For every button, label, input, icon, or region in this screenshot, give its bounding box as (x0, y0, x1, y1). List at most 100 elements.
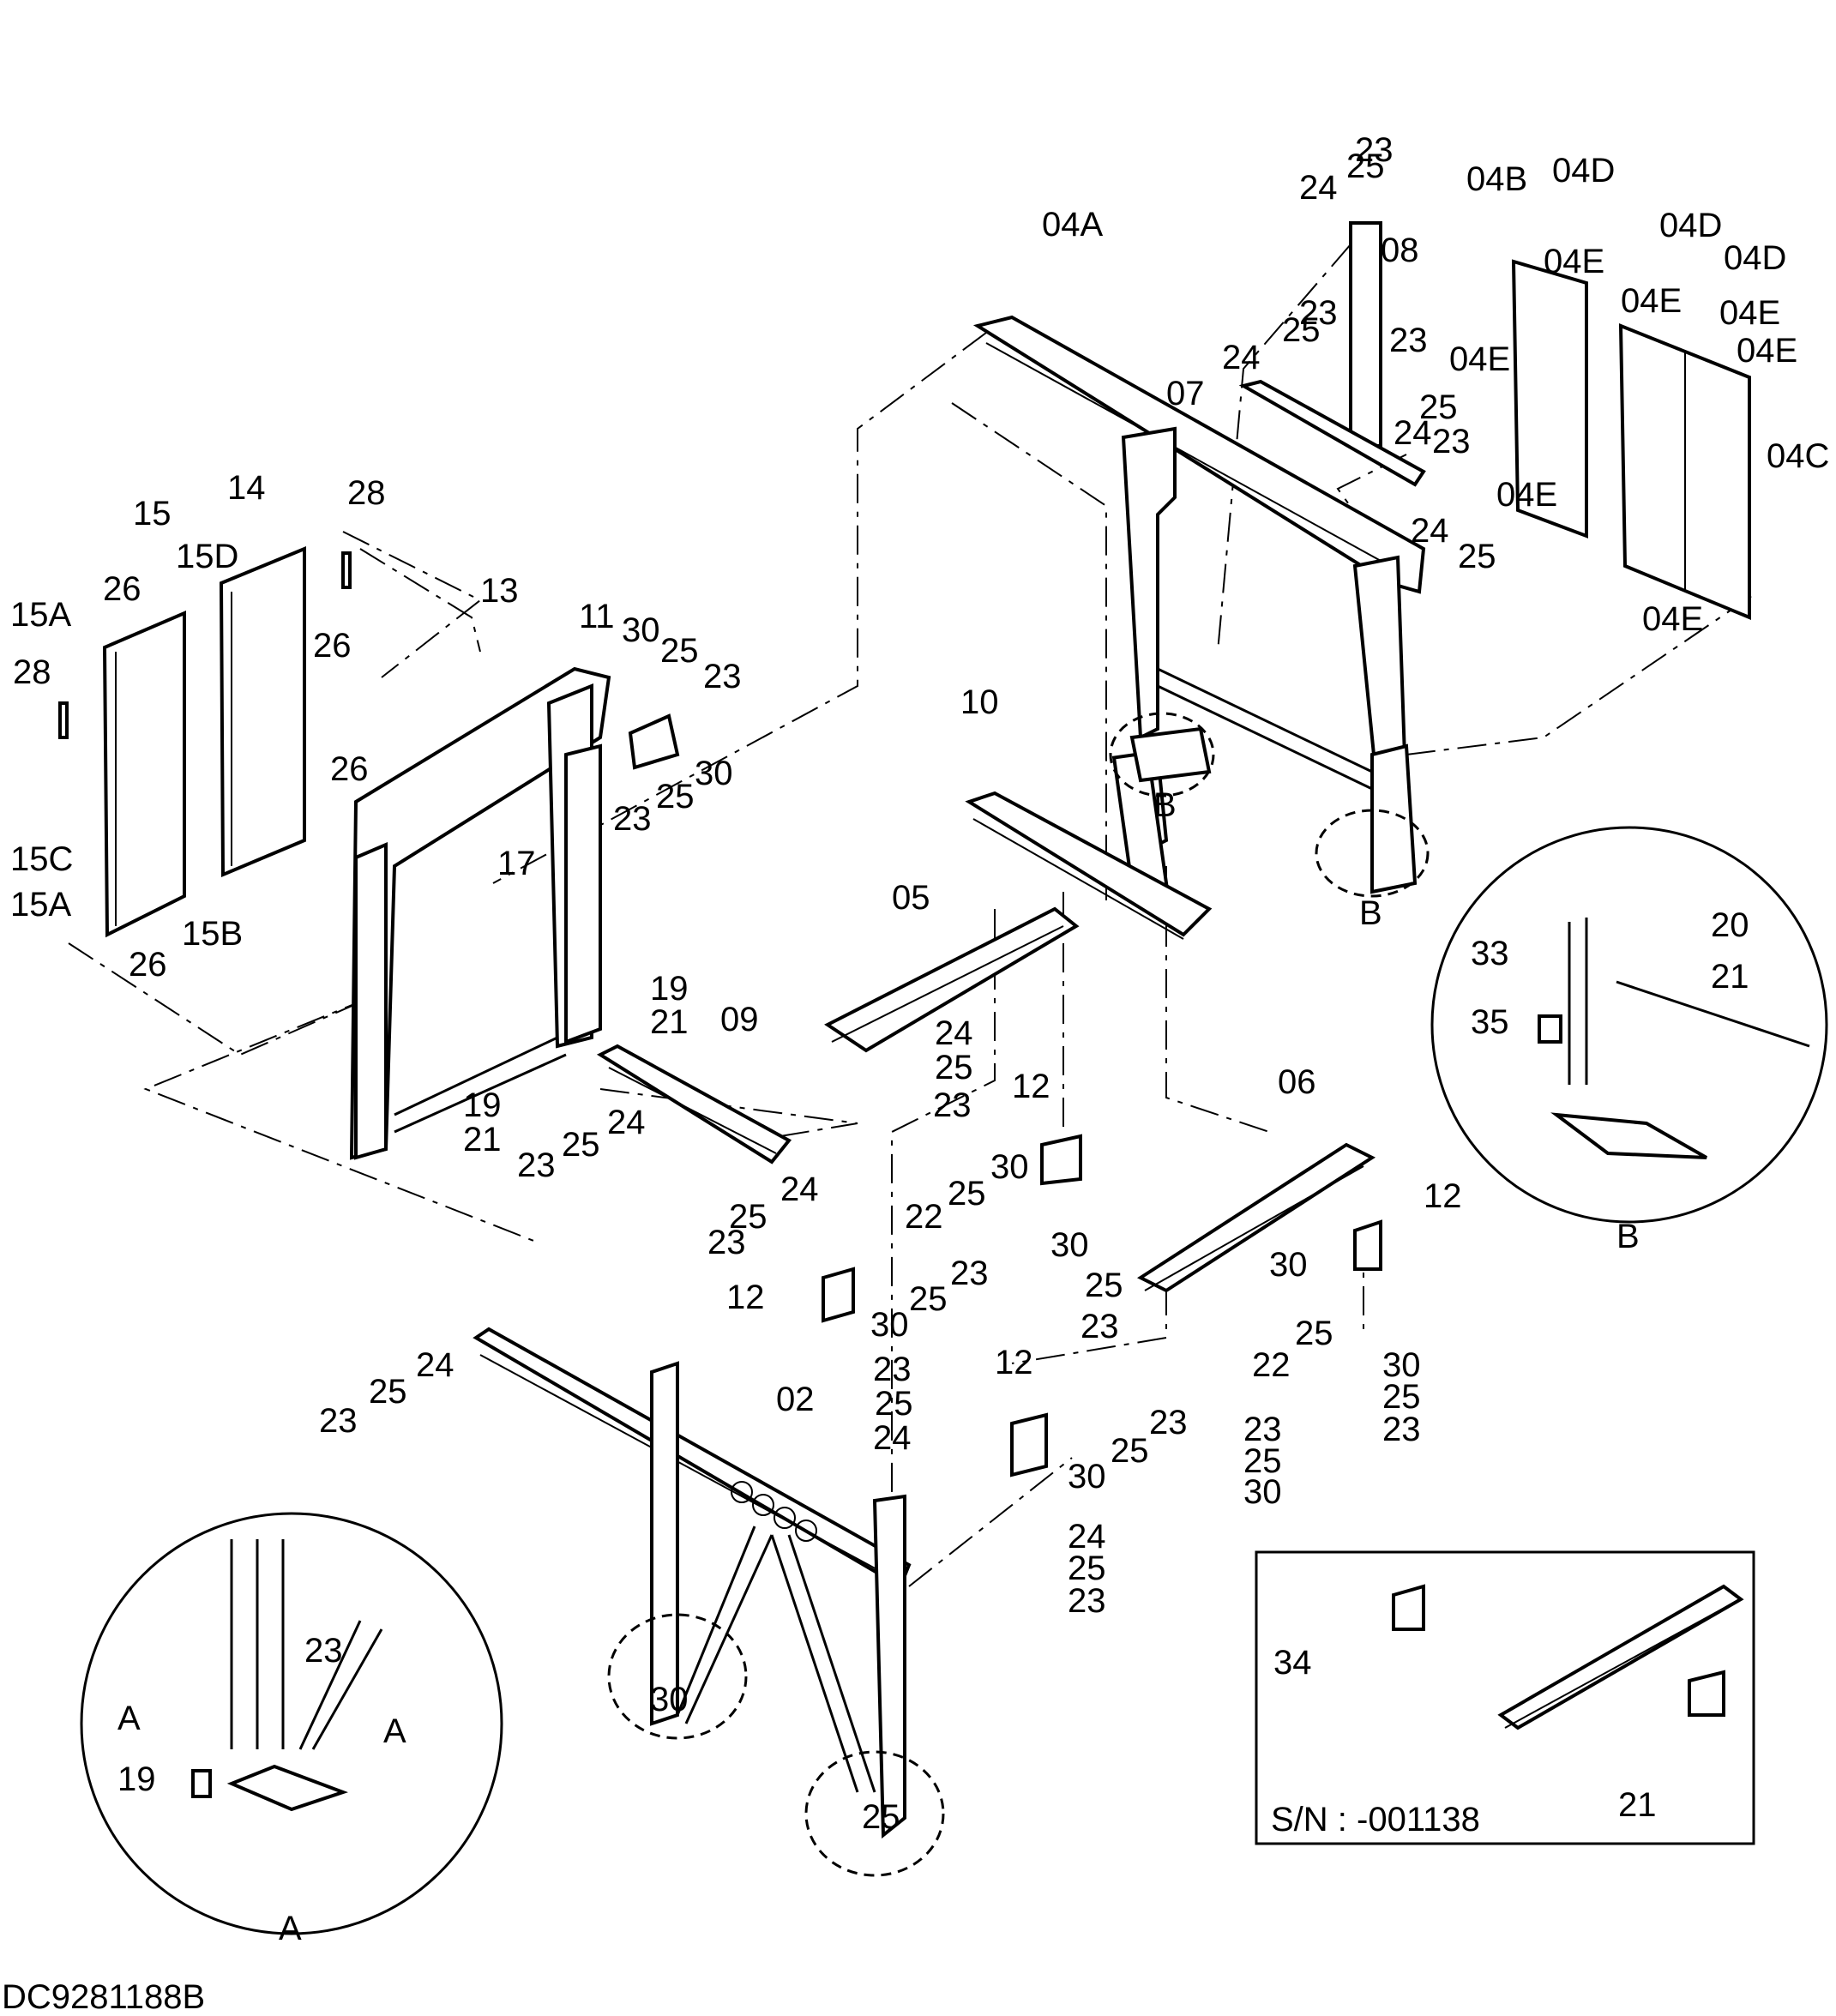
frame-04a (972, 315, 1426, 905)
callout-label: 23 (1432, 423, 1471, 460)
callout-label: 08 (1381, 232, 1419, 269)
callout-label: 04E (1449, 340, 1510, 378)
callout-label: 28 (13, 653, 51, 691)
callout-label: 04B (1466, 160, 1527, 198)
callout-label: 12 (995, 1344, 1033, 1381)
callout-label: 24 (873, 1419, 912, 1457)
callout-label: 04E (1621, 282, 1682, 320)
callout-label: 25 (369, 1373, 407, 1411)
callout-label: 04D (1724, 239, 1786, 277)
callout-label: 04C (1767, 437, 1829, 475)
callout-label: 30 (1269, 1246, 1308, 1284)
callout-label: 25 (1382, 1378, 1421, 1416)
callout-label: 24 (935, 1014, 973, 1052)
callout-label: 21 (1711, 958, 1749, 996)
callout-label: 10 (960, 683, 999, 721)
callout-label: 26 (330, 750, 369, 788)
callout-label: 23 (1299, 294, 1338, 332)
callout-label: 25 (656, 778, 695, 815)
callout-label: 23 (1081, 1308, 1119, 1345)
callout-label: 25 (875, 1385, 913, 1423)
callout-label: 04A (1042, 206, 1103, 244)
callout-label: A (117, 1700, 141, 1737)
callout-label: 30 (622, 611, 660, 649)
callout-label: 24 (1394, 414, 1432, 452)
callout-label: 12 (1424, 1177, 1462, 1215)
detail-a-view (80, 1512, 503, 1935)
callout-label: 12 (726, 1279, 765, 1316)
callout-label: 30 (1382, 1346, 1421, 1384)
drawing-number: DC9281188B (2, 1978, 205, 2016)
callout-label: 24 (607, 1104, 646, 1141)
callout-label: 04E (1642, 600, 1703, 638)
callout-label: 23 (1068, 1582, 1106, 1620)
frame-13 (349, 666, 680, 1160)
callout-label: 24 (1068, 1518, 1106, 1556)
callout-label: 21 (650, 1003, 689, 1041)
callout-label: 15D (176, 538, 238, 575)
callout-label: 04D (1552, 152, 1615, 190)
callout-label: 25 (935, 1049, 973, 1086)
callout-label: 30 (1243, 1473, 1282, 1511)
beams (596, 791, 1376, 1293)
callout-label: 04E (1496, 476, 1557, 514)
callout-label: 25 (1282, 311, 1321, 349)
callout-label: 23 (950, 1255, 989, 1292)
callout-label: 30 (1068, 1458, 1106, 1495)
callout-label: 30 (695, 755, 733, 792)
callout-label: 24 (780, 1170, 819, 1208)
callout-label: 34 (1273, 1644, 1312, 1682)
callout-label: 19 (463, 1086, 502, 1124)
callout-label: 22 (1252, 1346, 1291, 1384)
callout-label: 25 (909, 1280, 948, 1318)
callout-label: 06 (1278, 1063, 1316, 1101)
callout-label: 21 (463, 1121, 502, 1158)
callout-label: 20 (1711, 906, 1749, 944)
detail-b-caption: B (1616, 1218, 1640, 1255)
serial-note: S/N : -001138 (1271, 1801, 1480, 1838)
callout-label: 25 (1111, 1432, 1149, 1470)
callout-label: 35 (1471, 1003, 1509, 1041)
callout-label: 23 (703, 658, 742, 695)
callout-label: 11 (579, 598, 615, 635)
callout-label: 30 (650, 1681, 689, 1718)
detail-b-view (1430, 826, 1828, 1224)
callout-label: A (383, 1712, 406, 1750)
callout-label: 04D (1659, 207, 1722, 244)
callout-label: 09 (720, 1001, 759, 1038)
doors-04b-04c (1511, 259, 1751, 620)
callout-label: 15 (133, 495, 172, 533)
callout-label: 25 (1068, 1550, 1106, 1587)
callout-label: 23 (517, 1146, 556, 1184)
callout-label: 23 (1389, 322, 1428, 359)
detail-circles (607, 712, 1430, 1877)
callout-label: 23 (319, 1402, 358, 1440)
callout-label: 04E (1719, 294, 1780, 332)
callout-label: 12 (1012, 1068, 1050, 1105)
callout-label: 25 (1085, 1267, 1123, 1304)
callout-label: 15A (10, 886, 71, 924)
callout-label: 24 (1411, 512, 1449, 550)
callout-label: 28 (347, 474, 386, 512)
frame-02 (473, 1327, 912, 1839)
callout-label: 02 (776, 1381, 815, 1418)
callout-label: 26 (103, 570, 141, 608)
callout-label: 25 (1419, 388, 1458, 426)
callout-label: 19 (650, 970, 689, 1008)
callout-label: 21 (1618, 1786, 1657, 1824)
callout-label: 25 (729, 1198, 768, 1236)
callout-label: 26 (129, 946, 167, 984)
callout-label: 23 (304, 1632, 343, 1670)
callout-label: 25 (862, 1798, 900, 1836)
callout-label: 05 (892, 879, 930, 917)
callout-label: 19 (117, 1760, 156, 1798)
callout-label: 24 (416, 1346, 454, 1384)
callout-label: 23 (707, 1224, 746, 1261)
callout-label: 30 (1050, 1226, 1089, 1264)
callout-label: 23 (1382, 1411, 1421, 1448)
callout-label: 15C (10, 840, 73, 878)
brackets (822, 1134, 1382, 1477)
callout-label: 23 (1355, 131, 1394, 169)
callout-label: 23 (1243, 1411, 1282, 1448)
